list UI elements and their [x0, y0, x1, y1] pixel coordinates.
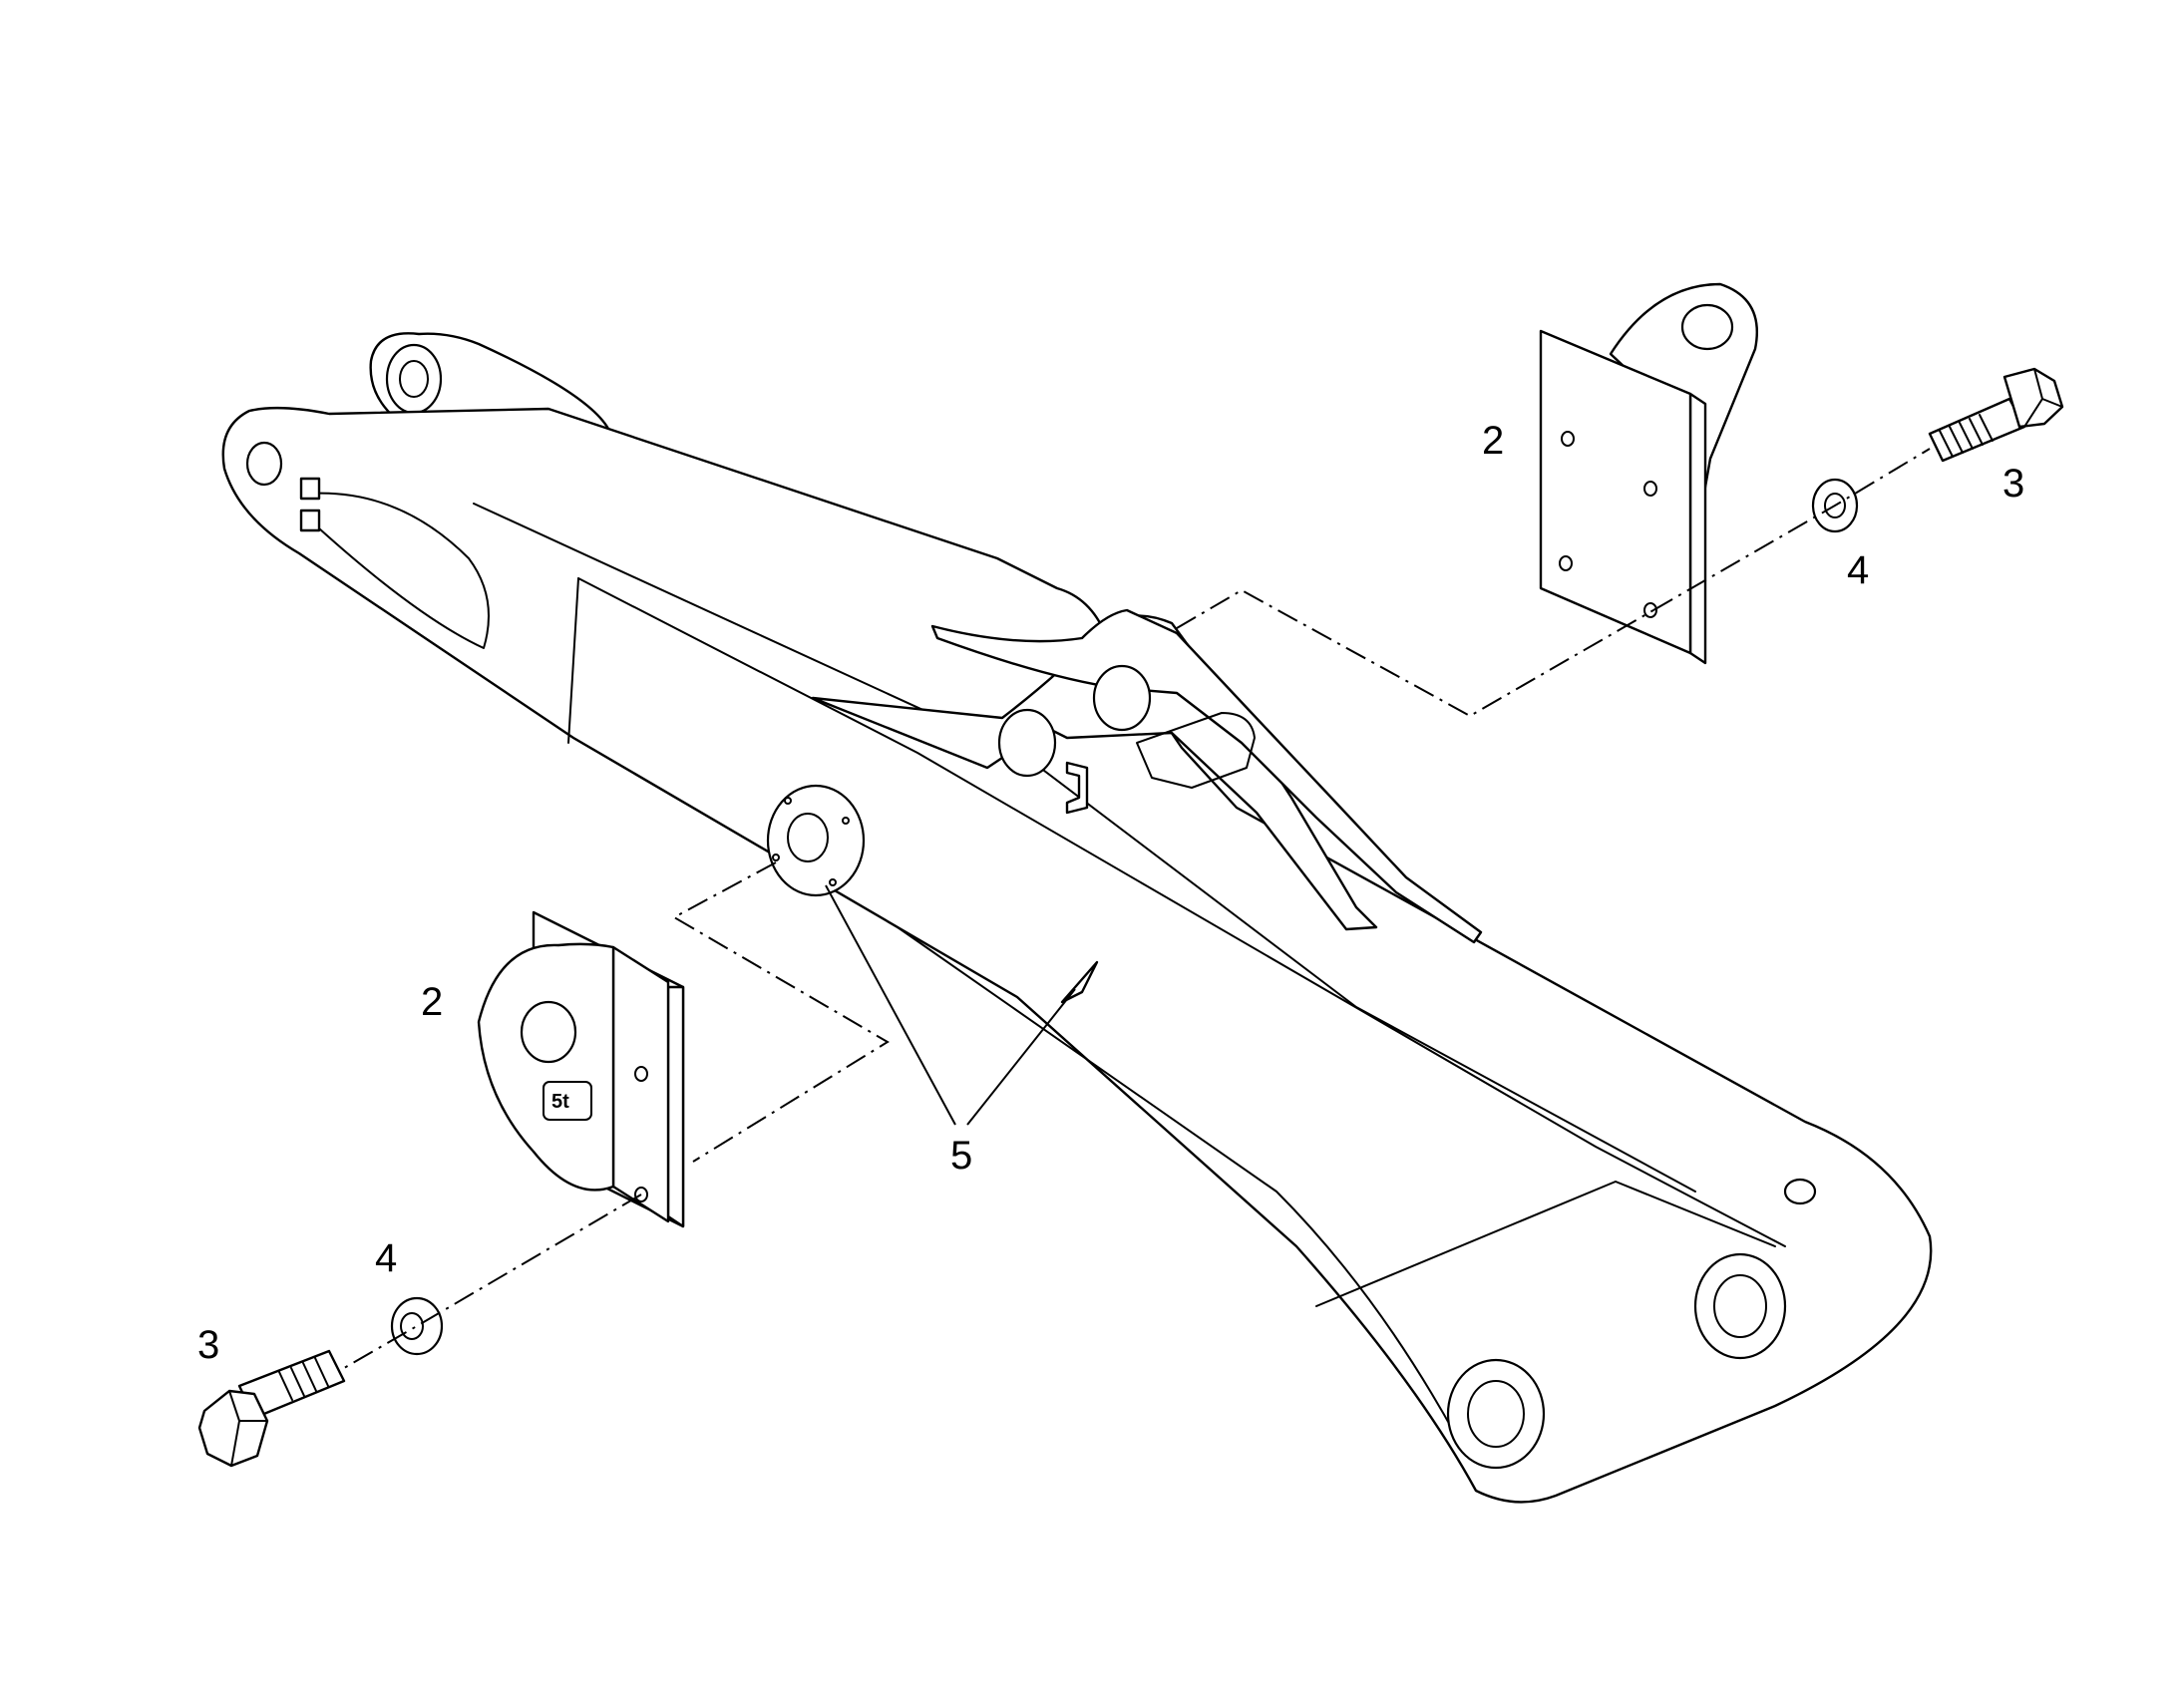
- callout-upper-washer: 4: [1847, 548, 1869, 592]
- wedge-shim: [1060, 960, 1099, 1004]
- lower-plate-bolt-hole: [634, 1187, 648, 1202]
- boom-upper-edge-line: [473, 503, 1696, 1193]
- leader-line-5-washer: [825, 884, 956, 1126]
- leader-line-5-shim: [966, 988, 1076, 1126]
- lower-mounting-plate: 5t: [477, 910, 685, 1228]
- upper-washer-inner: [1824, 493, 1846, 518]
- washer-screw-hole: [829, 878, 837, 886]
- leader-lines: [825, 884, 1076, 1126]
- lower-bolt: [197, 1349, 346, 1468]
- upper-plate-side: [1688, 392, 1707, 665]
- callout-lower-bolt: 3: [197, 1323, 219, 1367]
- upper-plate-bolt-hole: [1643, 602, 1657, 618]
- upper-bolt-shank: [1928, 397, 2026, 463]
- callout-lower-washer: 4: [375, 1236, 397, 1280]
- boom-mount-washer-part: [766, 784, 866, 897]
- assembly-lines: [343, 448, 1931, 1369]
- boom-panel-line: [567, 577, 579, 744]
- upper-plate-lug-hole: [1680, 303, 1734, 351]
- lower-washer-outer: [390, 1296, 444, 1356]
- upper-fork-hole-inner: [399, 360, 429, 398]
- lower-bolt-thread: [278, 1357, 329, 1401]
- boom-crease-line: [577, 577, 1786, 1247]
- mid-mount-clip: [1065, 761, 1089, 815]
- upper-plate-bolt-hole: [1561, 431, 1575, 447]
- upper-plate-bolt-hole: [1559, 555, 1573, 571]
- lower-bolt-axis-line: [343, 1194, 642, 1369]
- callout-upper-bolt: 3: [2002, 462, 2024, 506]
- rear-pivot-hole-upper-outer: [1693, 1252, 1787, 1360]
- washer-screw-hole: [772, 854, 780, 861]
- mid-mount-crossbar: [1136, 712, 1256, 789]
- front-fork-hole: [245, 441, 283, 487]
- lower-plate-side: [666, 985, 685, 1228]
- rear-pivot-hole-lower-inner: [1467, 1380, 1525, 1448]
- upper-bolt: [1928, 367, 2064, 463]
- callout-upper-plate: 2: [1482, 419, 1504, 463]
- lower-plate-lug: [477, 942, 615, 1192]
- upper-bolt-head-edge: [2023, 368, 2063, 428]
- upper-bolt-axis-line: [1652, 448, 1931, 611]
- lower-assembly-line: [671, 861, 890, 1163]
- load-rating-mark: 5t: [551, 1091, 569, 1113]
- lower-washer: [390, 1296, 444, 1356]
- upper-plate-bolt-hole: [1643, 481, 1657, 497]
- boom-mount-washer-outer: [766, 784, 866, 897]
- rear-pivot-hole-upper-inner: [1713, 1274, 1767, 1338]
- upper-fork-hole: [385, 343, 443, 415]
- lower-washer-inner: [400, 1312, 424, 1340]
- callout-5: 5: [950, 1134, 972, 1178]
- rear-pivot-hole-lower-outer: [1446, 1358, 1546, 1470]
- mid-mount-hole-right: [1092, 664, 1152, 732]
- boom-arm: [221, 332, 1933, 1504]
- upper-mounting-plate: [1539, 282, 1758, 665]
- load-rating-badge: [543, 1081, 592, 1121]
- boom-slot: [308, 492, 490, 649]
- slot-clip-upper: [299, 477, 321, 501]
- lower-plate-face: [611, 945, 670, 1223]
- lower-plate-bolt-hole: [634, 1066, 648, 1082]
- lower-plate-lug-hole: [520, 1000, 577, 1064]
- rear-lubrication-nipple: [1783, 1178, 1817, 1205]
- upper-bolt-thread: [1939, 414, 1994, 458]
- washer-screw-hole: [784, 797, 792, 805]
- mid-mount-hole-left: [997, 708, 1057, 778]
- callout-lower-plate: 2: [421, 980, 443, 1024]
- boom-bottom-crossplate: [1315, 1181, 1776, 1307]
- slot-clip-lower: [299, 509, 321, 532]
- boom-lower-edge-line: [572, 737, 1457, 1437]
- lower-bolt-head: [197, 1389, 269, 1468]
- upper-plate-face: [1539, 329, 1692, 655]
- upper-assembly-line: [1176, 588, 1654, 718]
- boom-mount-washer-hole: [787, 813, 829, 862]
- lower-bolt-head-edge: [228, 1390, 268, 1467]
- boom-mid-mount-upper: [930, 608, 1483, 944]
- washer-screw-hole: [842, 817, 850, 825]
